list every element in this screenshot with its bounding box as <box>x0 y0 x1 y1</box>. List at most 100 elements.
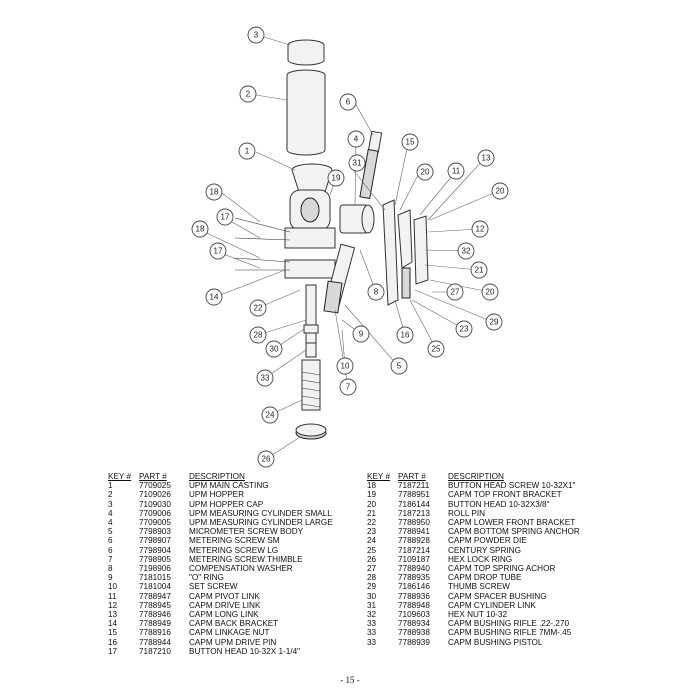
callout-20: 20 <box>416 163 434 181</box>
callout-25: 25 <box>427 340 445 358</box>
svg-text:14: 14 <box>210 293 219 302</box>
part-description: "O" RING <box>189 573 224 583</box>
part-key: 1 <box>108 481 113 491</box>
svg-text:15: 15 <box>406 138 415 147</box>
part-description: THUMB SCREW <box>448 582 510 592</box>
callout-22: 22 <box>249 299 267 317</box>
powder-die <box>301 359 321 411</box>
part-key: 33 <box>367 628 377 638</box>
callout-14: 14 <box>205 288 223 306</box>
svg-text:17: 17 <box>214 247 223 256</box>
callout-33: 33 <box>256 369 274 387</box>
callout-10: 10 <box>336 357 354 375</box>
table-row: 24 7788928 CAPM POWDER DIE <box>367 536 618 545</box>
part-number: 7788916 <box>139 628 171 638</box>
part-description: METERING SCREW LG <box>189 545 279 555</box>
part-description: UPM MAIN CASTING <box>189 481 269 491</box>
callout-32: 32 <box>457 242 475 260</box>
header-key: KEY # <box>108 472 132 481</box>
callout-23: 23 <box>455 320 473 338</box>
part-number: 7186146 <box>398 582 430 592</box>
part-number: 7798903 <box>139 527 171 537</box>
part-description: CAPM BUSHING RIFLE .22-.270 <box>448 619 570 629</box>
part-number: 7109187 <box>398 554 430 564</box>
svg-text:8: 8 <box>374 288 379 297</box>
part-key: 20 <box>367 499 377 509</box>
part-number: 7788940 <box>398 564 430 574</box>
svg-text:27: 27 <box>451 288 460 297</box>
part-number: 7788950 <box>398 518 430 528</box>
callout-28: 28 <box>249 326 267 344</box>
part-description: CAPM LONG LINK <box>189 610 259 620</box>
svg-text:1: 1 <box>245 147 250 156</box>
part-key: 11 <box>108 591 117 601</box>
table-row: 29 7186146 THUMB SCREW <box>367 582 618 591</box>
part-key: 21 <box>367 508 377 518</box>
part-number: 7187210 <box>139 646 171 656</box>
part-key: 19 <box>367 490 377 500</box>
metering-screw <box>359 130 383 200</box>
part-description: UPM MEASURING CYLINDER SMALL <box>189 508 332 518</box>
part-description: CAPM BOTTOM SPRING ANCHOR <box>448 527 580 537</box>
callout-13: 13 <box>477 149 495 167</box>
page-number: - 15 - <box>340 675 360 685</box>
part-description: METERING SCREW THIMBLE <box>189 554 303 564</box>
part-key: 2 <box>108 490 113 500</box>
header-part: PART # <box>139 472 167 481</box>
part-key: 4 <box>108 518 113 528</box>
callout-11: 11 <box>447 162 465 180</box>
part-key: 29 <box>367 582 377 592</box>
svg-text:13: 13 <box>482 154 491 163</box>
part-key: 32 <box>367 610 377 620</box>
svg-text:22: 22 <box>254 304 263 313</box>
svg-text:33: 33 <box>261 374 270 383</box>
callout-20: 20 <box>481 283 499 301</box>
svg-text:11: 11 <box>452 167 461 176</box>
part-number: 7788934 <box>398 619 430 629</box>
svg-text:32: 32 <box>462 247 471 256</box>
part-number: 7798907 <box>139 536 171 546</box>
part-number: 7187213 <box>398 508 430 518</box>
svg-text:18: 18 <box>196 225 205 234</box>
part-number: 7788939 <box>398 637 430 647</box>
part-key: 16 <box>108 637 118 647</box>
part-description: UPM HOPPER CAP <box>189 499 264 509</box>
hopper-cap <box>287 39 325 66</box>
svg-text:7: 7 <box>346 383 351 392</box>
svg-text:20: 20 <box>486 288 495 297</box>
part-description: CAPM POWDER DIE <box>448 536 527 546</box>
svg-text:29: 29 <box>490 318 499 327</box>
header-description: DESCRIPTION <box>448 472 504 481</box>
part-number: 7788928 <box>398 536 430 546</box>
linkage-brackets <box>382 199 429 306</box>
callout-29: 29 <box>485 313 503 331</box>
callout-17: 17 <box>216 208 234 226</box>
svg-text:30: 30 <box>270 345 279 354</box>
button-head-screws <box>234 217 291 271</box>
table-header-row: KEY # PART # DESCRIPTION <box>108 472 359 481</box>
callout-26: 26 <box>257 450 275 468</box>
callout-24: 24 <box>261 406 279 424</box>
header-part: PART # <box>398 472 426 481</box>
part-key: 3 <box>108 499 113 509</box>
svg-text:9: 9 <box>359 330 364 339</box>
part-key: 24 <box>367 536 377 546</box>
part-description: CAPM TOP FRONT BRACKET <box>448 490 562 500</box>
drop-tube <box>303 284 319 358</box>
part-description: CAPM BACK BRACKET <box>189 619 279 629</box>
svg-text:18: 18 <box>210 188 219 197</box>
